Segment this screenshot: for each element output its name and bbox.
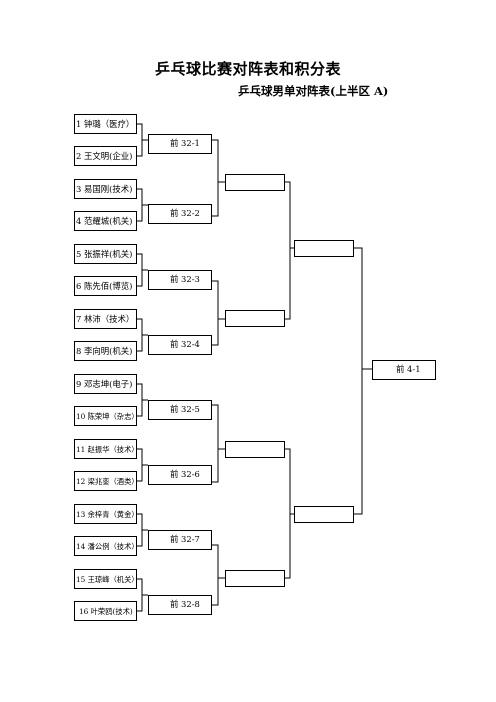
round16-slot-3 [225,441,285,458]
round32-slot-1: 前 32-1 [148,134,212,154]
page-title: 乒乓球比赛对阵表和积分表 [154,60,341,78]
player-slot-13: 13 余梓青（黄金） [74,504,137,524]
round32-slot-7: 前 32-7 [148,530,212,550]
player-slot-9: 9 邓志坤(电子) [74,374,137,394]
player-slot-5: 5 张振祥(机关) [74,244,137,264]
player-slot-14: 14 潘公例（技术） [74,536,137,556]
player-slot-8: 8 李向明(机关) [74,341,137,361]
bracket-subtitle: 乒乓球男单对阵表(上半区 A) [238,84,389,98]
player-slot-3: 3 易国刚(技术) [74,179,137,199]
round16-slot-4 [225,570,285,587]
player-slot-11: 11 赵振华（技术） [74,439,137,459]
round32-slot-3: 前 32-3 [148,270,212,290]
player-slot-7: 7 林沛（技术） [74,309,137,329]
round32-slot-4: 前 32-4 [148,335,212,355]
player-slot-6: 6 陈先佰(博览) [74,276,137,296]
player-slot-1: 1 钟璐（医疗） [74,114,137,134]
round32-slot-5: 前 32-5 [148,400,212,420]
player-slot-10: 10 陈荣坤（杂志） [74,406,137,426]
player-slot-4: 4 范耀城(机关) [74,211,137,231]
round32-slot-8: 前 32-8 [148,595,212,615]
round16-slot-2 [225,310,285,327]
round32-slot-2: 前 32-2 [148,204,212,224]
player-slot-12: 12 梁兆銮（酒类） [74,471,137,491]
player-slot-15: 15 王琼峰（机关） [74,569,137,589]
round16-slot-1 [225,174,285,191]
round8-slot-2 [294,506,354,523]
round32-slot-6: 前 32-6 [148,465,212,485]
round4-slot-1: 前 4-1 [372,360,436,380]
player-slot-2: 2 王文明(企业) [74,146,137,166]
player-slot-16: 16 叶荣鸥(技术) [74,601,137,621]
round8-slot-1 [294,240,354,257]
